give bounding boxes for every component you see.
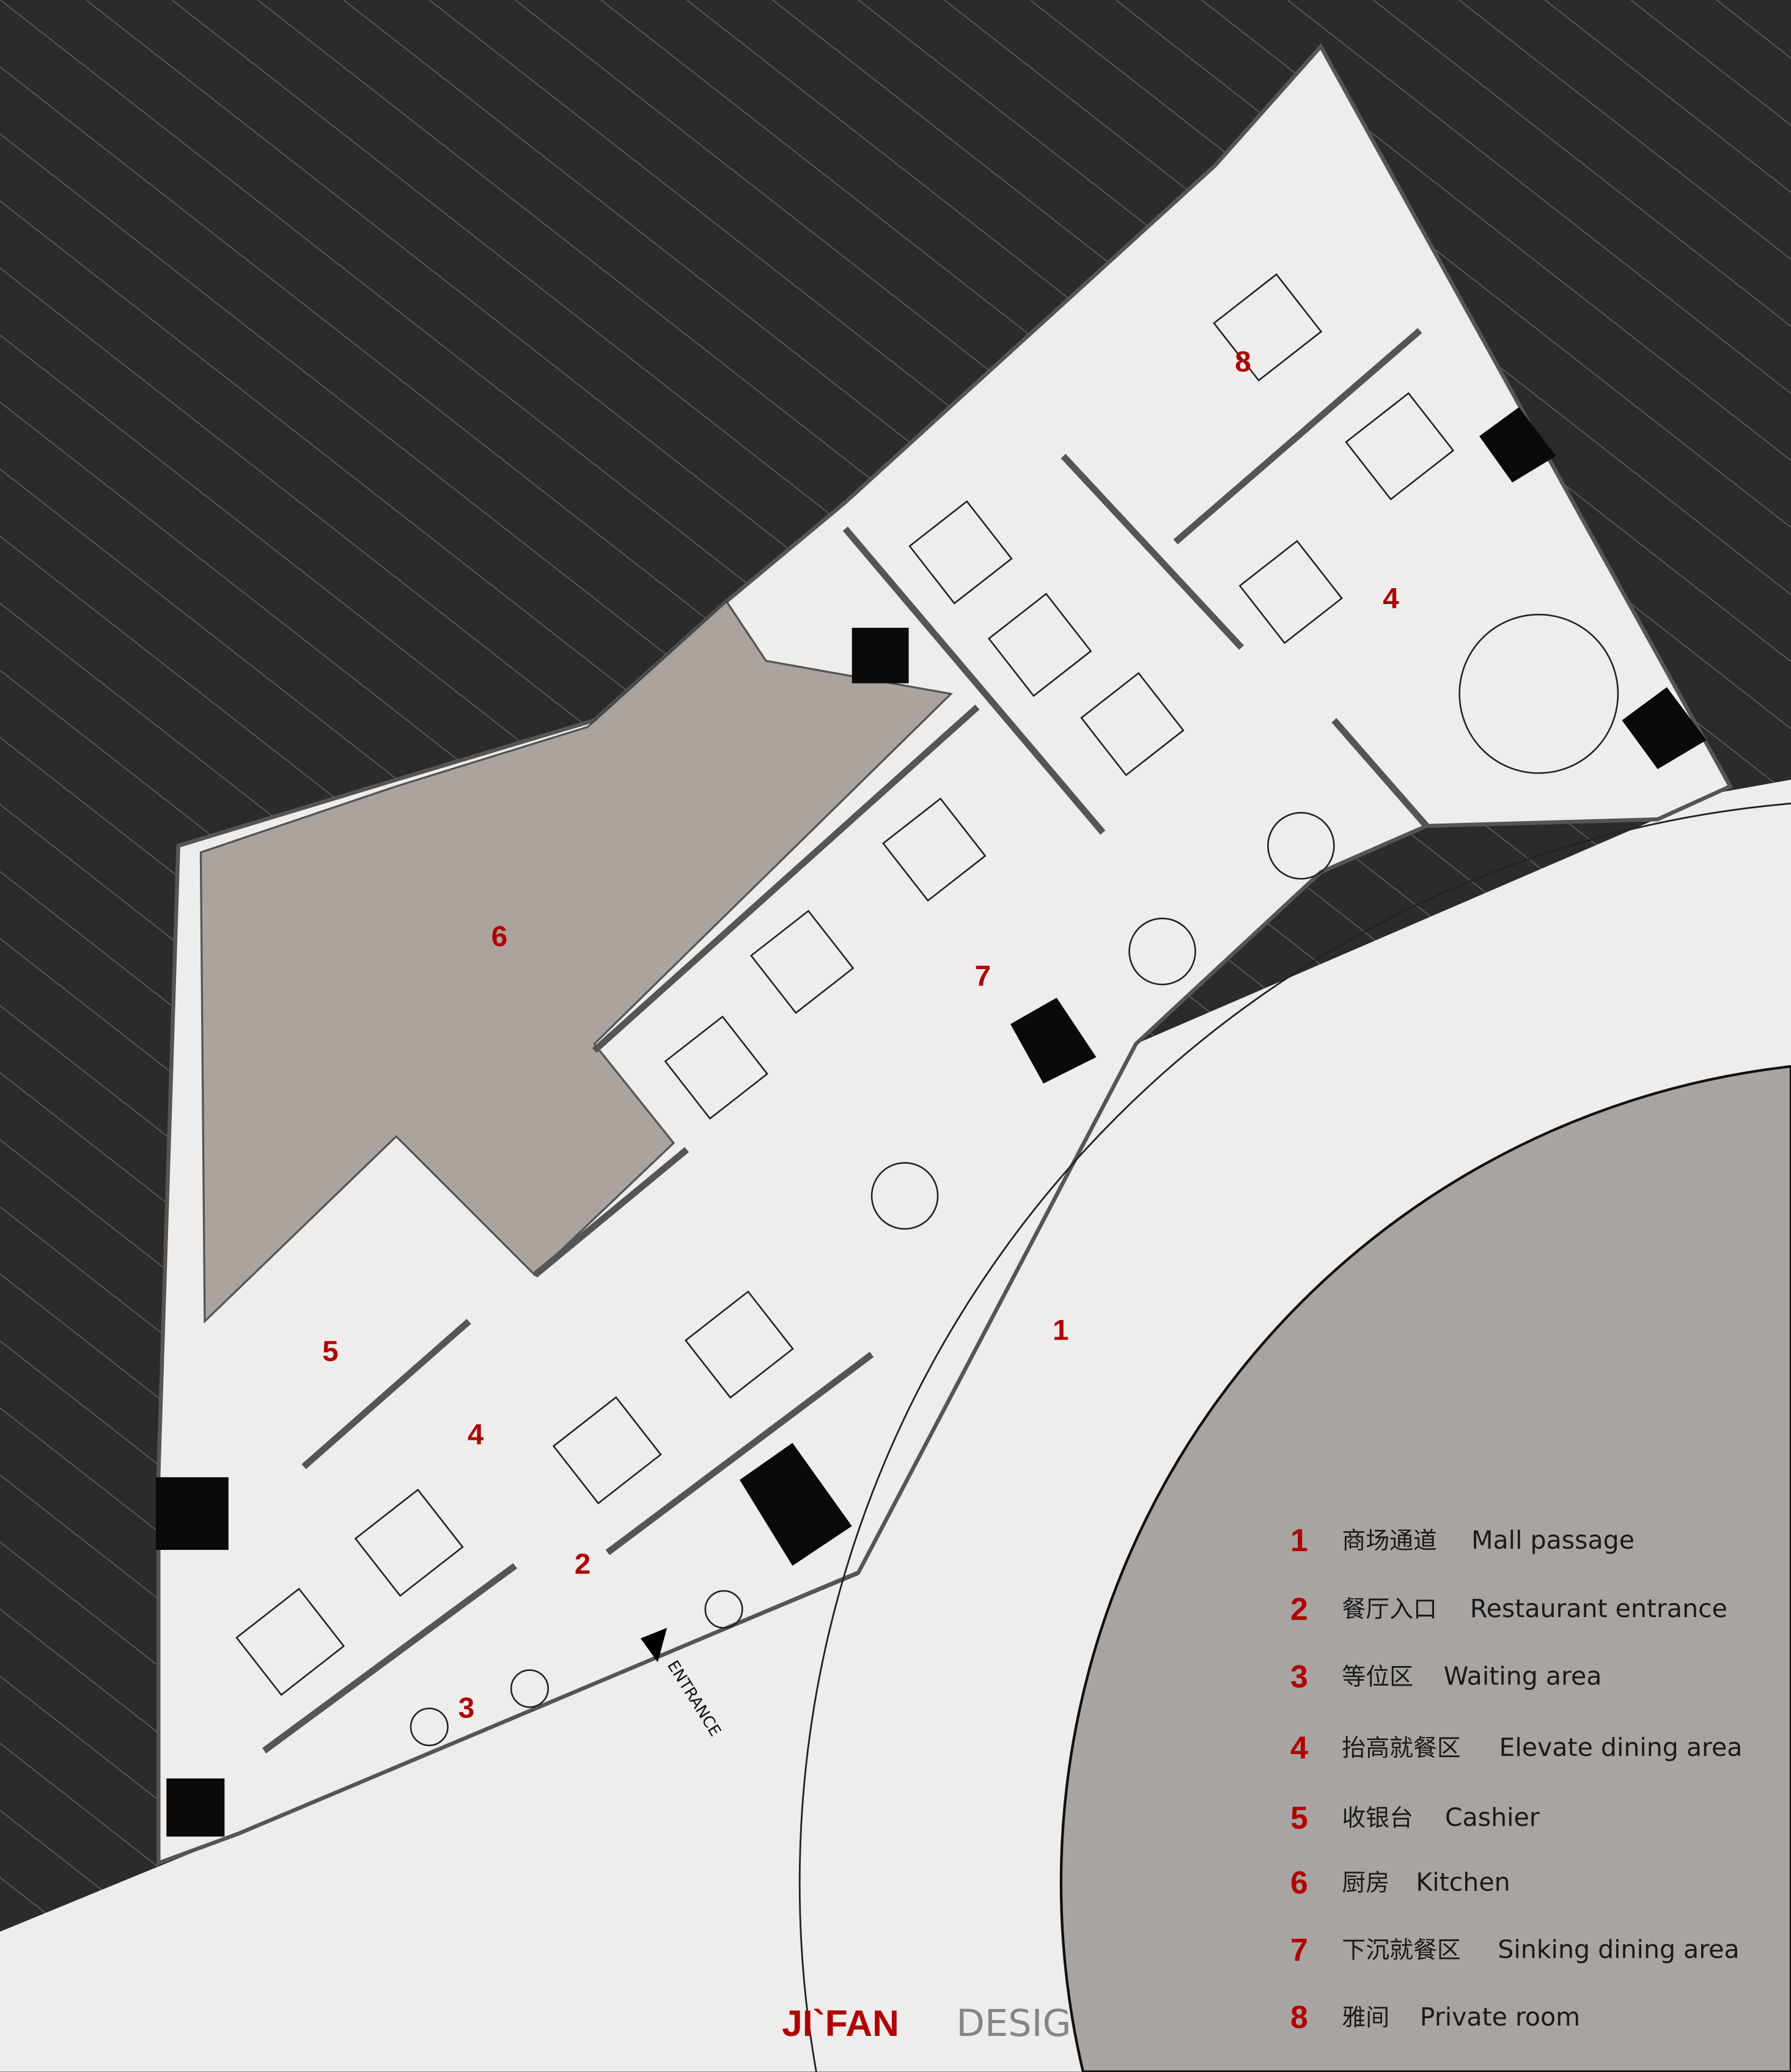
- mall-arc: [798, 802, 1791, 2072]
- logo-suffix: DESIG: [956, 2002, 1071, 2045]
- zone-marker-3: 3: [458, 1692, 474, 1724]
- legend-number: 7: [1290, 1932, 1308, 1967]
- legend-number: 8: [1290, 1999, 1308, 2035]
- legend-cn: 餐厅入口: [1342, 1596, 1437, 1623]
- zone-marker-4: 4: [1383, 582, 1399, 614]
- zone-marker-7: 7: [975, 960, 991, 992]
- zone-marker-1: 1: [1053, 1314, 1068, 1346]
- legend-cn: 雅间: [1342, 2004, 1389, 2032]
- legend-cn: 商场通道: [1342, 1527, 1437, 1555]
- kitchen-zone: [199, 600, 954, 1324]
- legend-cn: 抬高就餐区: [1342, 1735, 1460, 1762]
- dining-tables: [235, 273, 1619, 1747]
- atrium-void: [1059, 1065, 1791, 2072]
- zone-marker-4: 4: [468, 1418, 484, 1451]
- legend-number: 1: [1290, 1522, 1308, 1558]
- legend-en: Waiting area: [1444, 1661, 1602, 1690]
- zone-marker-6: 6: [491, 921, 507, 953]
- columns: [155, 407, 1707, 1837]
- legend-item: 3 等位区 Waiting area: [1290, 1659, 1602, 1694]
- legend-en: Private room: [1420, 2002, 1580, 2032]
- legend-en: Kitchen: [1416, 1868, 1510, 1897]
- zone-marker-5: 5: [322, 1335, 338, 1368]
- zone-marker-8: 8: [1235, 346, 1251, 378]
- legend-item: 1 商场通道 Mall passage: [1290, 1522, 1635, 1558]
- legend-en: Cashier: [1445, 1803, 1540, 1832]
- legend-en: Restaurant entrance: [1470, 1594, 1727, 1623]
- logo-brand: JI`FAN: [782, 2002, 899, 2044]
- legend-number: 3: [1290, 1659, 1308, 1694]
- legend-number: 2: [1290, 1591, 1308, 1627]
- legend-en: Elevate dining area: [1499, 1733, 1742, 1762]
- legend-item: 2 餐厅入口 Restaurant entrance: [1290, 1591, 1727, 1627]
- legend-cn: 收银台: [1342, 1805, 1413, 1832]
- legend-number: 4: [1290, 1730, 1308, 1765]
- legend-item: 5 收银台 Cashier: [1290, 1800, 1540, 1835]
- legend-en: Mall passage: [1471, 1525, 1635, 1555]
- entrance-arrow-icon: [640, 1628, 667, 1662]
- legend-item: 4 抬高就餐区 Elevate dining area: [1290, 1730, 1742, 1765]
- brand-logo: JI`FAN DESIG: [782, 2002, 1071, 2045]
- legend: 1 商场通道 Mall passage 2 餐厅入口 Restaurant en…: [1290, 1522, 1742, 2035]
- legend-item: 7 下沉就餐区 Sinking dining area: [1290, 1932, 1740, 1967]
- legend-cn: 厨房: [1342, 1870, 1389, 1897]
- legend-item: 6 厨房 Kitchen: [1290, 1865, 1510, 1900]
- zone-markers: 8 4 6 7 5 4 1 2 3: [322, 346, 1399, 1725]
- zone-marker-2: 2: [575, 1548, 590, 1580]
- legend-item: 8 雅间 Private room: [1290, 1999, 1580, 2035]
- partitions: [262, 328, 1429, 1753]
- legend-number: 6: [1290, 1865, 1308, 1900]
- legend-number: 5: [1290, 1800, 1308, 1835]
- legend-cn: 等位区: [1342, 1663, 1413, 1690]
- legend-cn: 下沉就餐区: [1342, 1937, 1460, 1964]
- restaurant-outline: [156, 43, 1734, 1866]
- legend-en: Sinking dining area: [1498, 1935, 1739, 1964]
